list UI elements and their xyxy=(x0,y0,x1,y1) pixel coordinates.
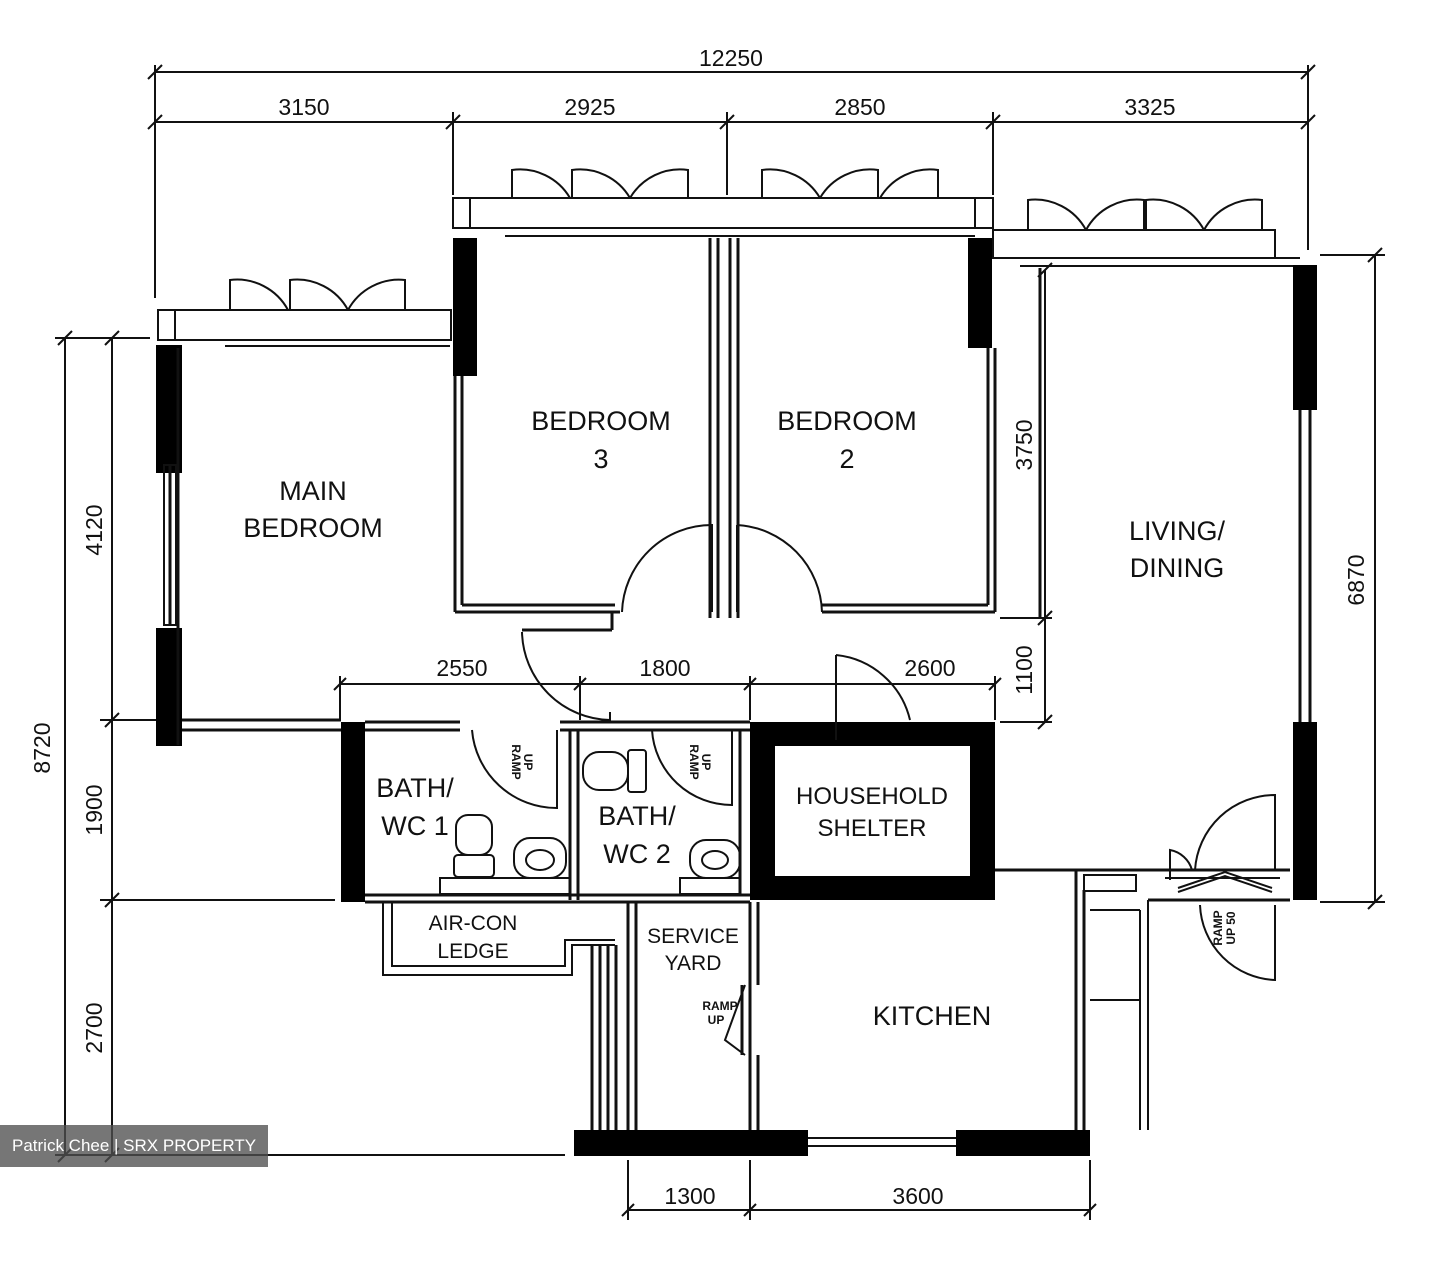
fixtures xyxy=(453,749,741,879)
sink-1-icon xyxy=(513,837,567,879)
room-labels: MAIN BEDROOM BEDROOM 3 BEDROOM 2 LIVING/… xyxy=(243,406,1225,1031)
dim-top-2: 2925 xyxy=(564,94,615,120)
dimension-labels: 12250 3150 2925 2850 3325 2550 1800 2600… xyxy=(29,45,1369,1209)
shelter-label-1: HOUSEHOLD xyxy=(796,783,948,810)
dim-top-1: 3150 xyxy=(278,94,329,120)
dim-living-2: 1100 xyxy=(1011,645,1037,694)
service-yard-label-1: SERVICE xyxy=(647,925,739,948)
dim-top-4: 3325 xyxy=(1124,94,1175,120)
doors xyxy=(471,523,1280,1056)
bath2-label-1: BATH/ xyxy=(598,801,676,831)
entrance-ramp-2: UP 50 xyxy=(1224,911,1238,944)
aircon-label-2: LEDGE xyxy=(437,940,508,963)
dim-overall-width: 12250 xyxy=(699,45,763,71)
bedroom2-label-1: BEDROOM xyxy=(777,406,917,436)
shelter-label-2: SHELTER xyxy=(818,815,927,842)
watermark: Patrick Chee | SRX PROPERTY xyxy=(0,1125,269,1167)
dim-top-3: 2850 xyxy=(834,94,885,120)
bath2-ramp-1: RAMP xyxy=(687,744,701,779)
dim-bottom-1: 1300 xyxy=(664,1183,715,1209)
dim-mid-1: 2550 xyxy=(436,655,487,681)
dim-left-2: 1900 xyxy=(81,784,107,835)
bedroom3-label-2: 3 xyxy=(593,444,608,474)
kitchen-label: KITCHEN xyxy=(873,1001,992,1031)
aircon-label-1: AIR-CON xyxy=(429,912,518,935)
dim-mid-3: 2600 xyxy=(904,655,955,681)
bedroom2-label-2: 2 xyxy=(839,444,854,474)
toilet-2-icon xyxy=(582,751,629,791)
main-bedroom-label-1: MAIN xyxy=(279,476,347,506)
bath1-ramp-2: UP xyxy=(521,754,535,771)
service-yard-label-2: YARD xyxy=(665,952,722,975)
bath2-label-2: WC 2 xyxy=(603,839,671,869)
sink-2-icon xyxy=(689,839,741,879)
service-ramp-2: UP xyxy=(708,1013,725,1027)
dimension-lines xyxy=(55,64,1385,1220)
toilet-1-icon xyxy=(455,814,493,856)
dim-left-3: 2700 xyxy=(81,1002,107,1053)
ramp-labels: RAMP UP RAMP UP RAMP UP RAMP UP 50 xyxy=(509,744,1238,1027)
entrance-ramp-1: RAMP xyxy=(1211,910,1225,945)
window-arcs xyxy=(229,168,1263,311)
living-label-1: LIVING/ xyxy=(1129,516,1226,546)
dim-left-1: 4120 xyxy=(81,504,107,555)
dim-mid-2: 1800 xyxy=(639,655,690,681)
dim-right-total: 6870 xyxy=(1343,554,1369,605)
main-bedroom-label-2: BEDROOM xyxy=(243,513,383,543)
dim-living-1: 3750 xyxy=(1011,419,1037,470)
bath1-ramp-1: RAMP xyxy=(509,744,523,779)
window-ledges xyxy=(157,197,1300,347)
bath1-label-2: WC 1 xyxy=(381,811,449,841)
walls xyxy=(156,238,1317,1156)
bedroom3-label-1: BEDROOM xyxy=(531,406,671,436)
bath2-ramp-2: UP xyxy=(699,754,713,771)
dim-bottom-2: 3600 xyxy=(892,1183,943,1209)
dim-left-total: 8720 xyxy=(29,722,55,773)
service-ramp-1: RAMP xyxy=(702,999,737,1013)
bath1-label-1: BATH/ xyxy=(376,773,454,803)
living-label-2: DINING xyxy=(1130,553,1225,583)
